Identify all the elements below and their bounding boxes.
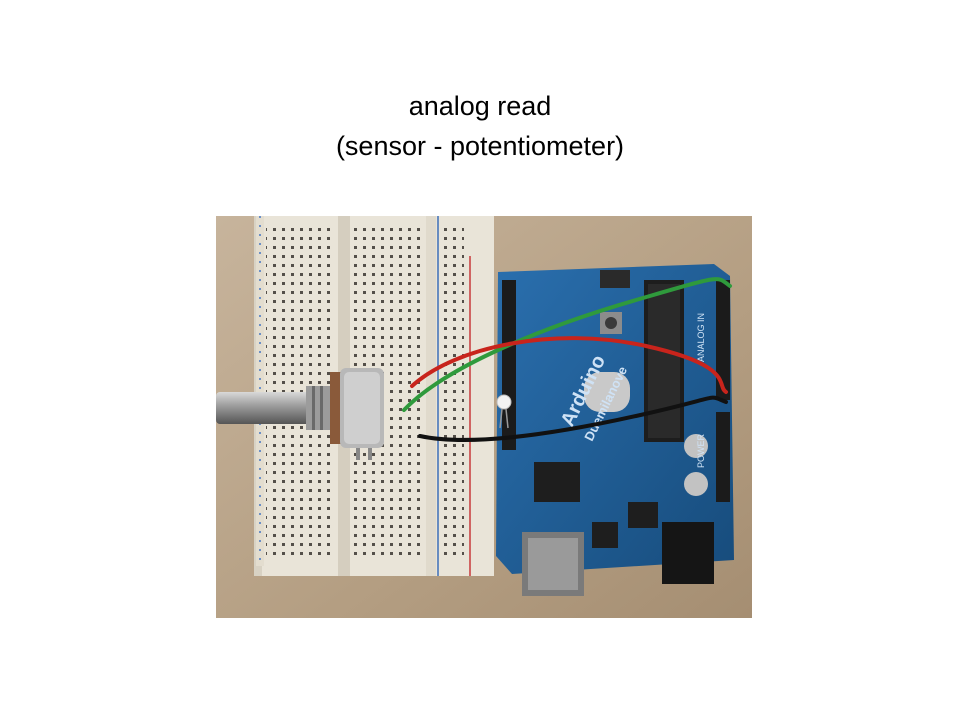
board-analog-label: ANALOG IN <box>696 313 706 362</box>
arduino-board: Arduino Duemilanove ANALOG IN POWER <box>496 264 734 596</box>
circuit-photo: Arduino Duemilanove ANALOG IN POWER <box>216 216 752 618</box>
board-power-label: POWER <box>696 433 706 468</box>
led <box>496 394 512 429</box>
slide-title: analog read (sensor - potentiometer) <box>0 86 960 166</box>
red-wire <box>410 336 728 394</box>
green-wire <box>402 277 732 412</box>
title-line-2: (sensor - potentiometer) <box>335 131 625 161</box>
potentiometer <box>216 368 384 460</box>
title-line-1: analog read <box>408 91 552 121</box>
black-wire <box>418 395 728 442</box>
